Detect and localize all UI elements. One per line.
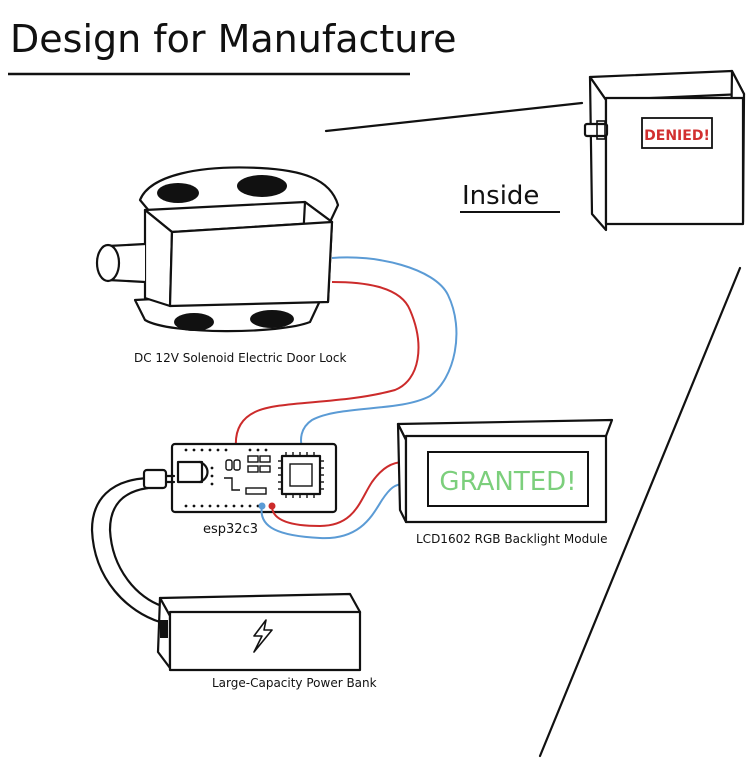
lcd-display-text: GRANTED! xyxy=(439,467,576,497)
denied-display: DENIED! xyxy=(644,128,710,144)
esp-red-pin-2 xyxy=(268,502,276,510)
page-title: Design for Manufacture xyxy=(10,17,457,61)
lcd-blue-wire xyxy=(260,483,405,540)
lcd-red-wire xyxy=(271,461,405,528)
solenoid-label: DC 12V Solenoid Electric Door Lock xyxy=(134,351,346,365)
solenoid-lock xyxy=(95,166,340,333)
usb-cable-inner xyxy=(108,486,163,608)
solenoid-red-wire xyxy=(234,281,420,449)
usb-cable-outer xyxy=(90,476,161,624)
usb-connector xyxy=(142,468,168,490)
inside-label: Inside xyxy=(462,181,539,211)
esp32c3-label: esp32c3 xyxy=(203,522,258,537)
perspective-line-right xyxy=(538,266,742,758)
power-bank xyxy=(156,592,362,672)
enclosure-box xyxy=(583,69,746,232)
lcd-module xyxy=(396,418,614,524)
power-bank-label: Large-Capacity Power Bank xyxy=(212,676,377,690)
esp-blue-pin-2 xyxy=(258,502,266,510)
lightning-bolt-icon xyxy=(253,619,273,653)
perspective-line-top xyxy=(324,101,584,133)
solenoid-blue-wire xyxy=(300,256,458,449)
esp32c3-board xyxy=(170,442,338,514)
lcd-label: LCD1602 RGB Backlight Module xyxy=(416,532,608,546)
